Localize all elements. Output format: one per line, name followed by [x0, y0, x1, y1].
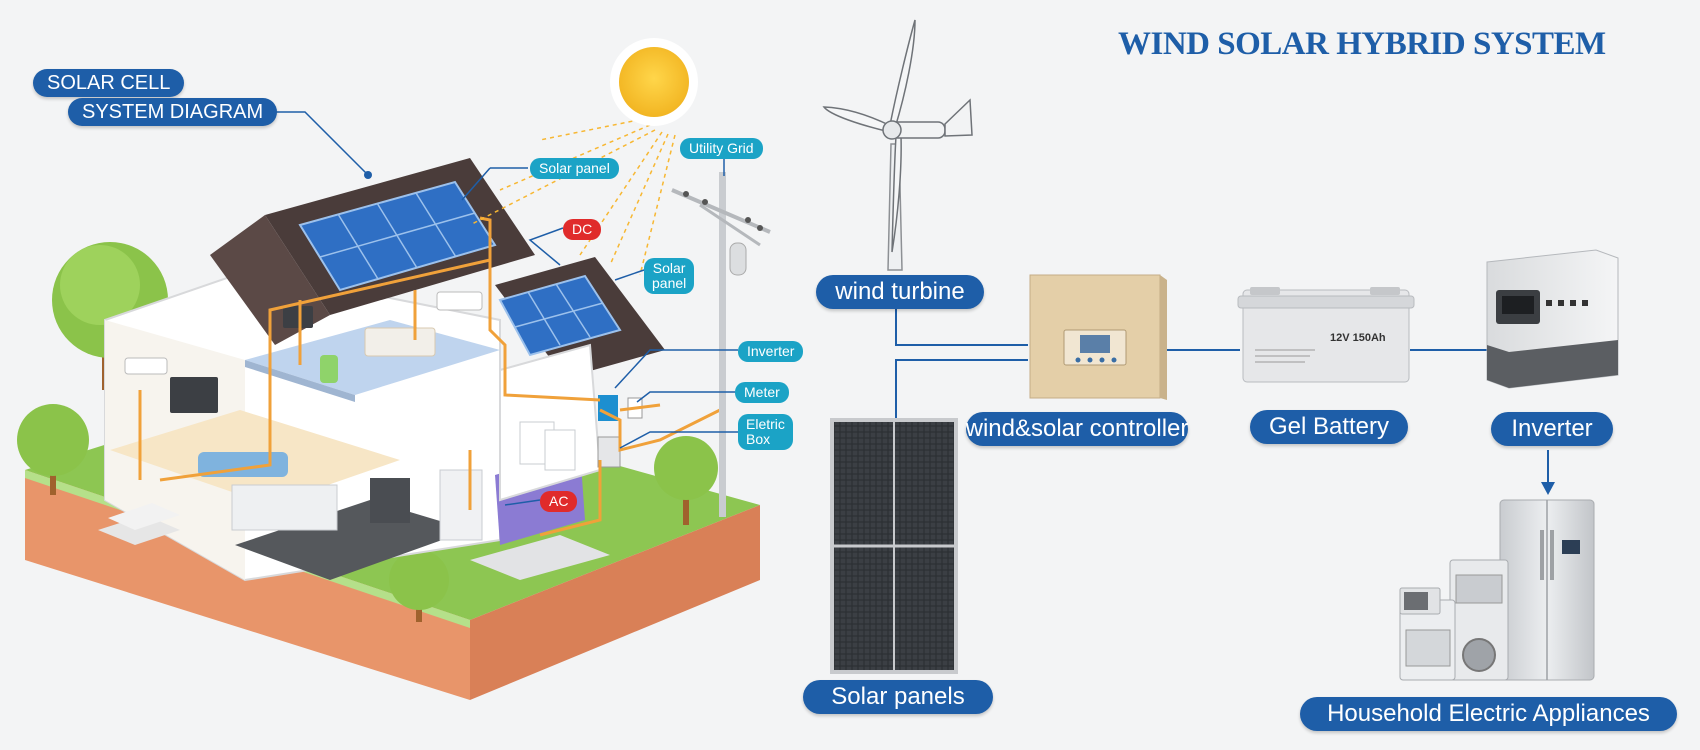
tree-right: [654, 436, 718, 525]
soil-side: [470, 505, 760, 700]
label-electric-box-line2: Box: [746, 431, 771, 447]
inverter-illustration: [1486, 249, 1619, 389]
system-wiring: [895, 305, 1487, 418]
label-solar-panels: Solar panels: [803, 680, 993, 714]
solar-panel-illustration: [830, 418, 958, 674]
label-inverter-component: Inverter: [1491, 412, 1613, 446]
tv: [170, 377, 218, 413]
label-gel-battery: Gel Battery: [1250, 410, 1408, 444]
label-solar-panel-lower-line1: Solar: [652, 260, 686, 276]
inverter-unit: [598, 395, 618, 421]
diagram-heading-line2: SYSTEM DIAGRAM: [68, 98, 278, 126]
label-utility-grid: Utility Grid: [680, 138, 763, 159]
label-household-appliances: Household Electric Appliances: [1300, 697, 1677, 731]
label-solar-panel-lower-line2: panel: [652, 275, 687, 291]
sun: [619, 47, 689, 117]
label-wind-turbine: wind turbine: [816, 275, 984, 309]
diagram-heading-line1: SOLAR CELL: [33, 69, 185, 97]
controller-illustration: [1029, 274, 1167, 400]
battery-illustration: 12V 150Ah: [1237, 287, 1415, 383]
battery-rating-text: 12V 150Ah: [1330, 332, 1386, 344]
page-title: WIND SOLAR HYBRID SYSTEM: [1118, 26, 1606, 62]
tree-bottom: [389, 550, 449, 622]
tree-front: [17, 404, 89, 495]
wind-turbine-illustration: [822, 19, 973, 271]
arrow-head: [1541, 482, 1555, 495]
electric-box-unit: [597, 436, 621, 468]
label-ac: AC: [540, 491, 578, 512]
label-inverter: Inverter: [738, 341, 804, 362]
label-controller: wind&solar controller: [966, 412, 1188, 446]
label-meter: Meter: [735, 382, 789, 403]
utility-pole: [671, 172, 771, 517]
house-illustration: [17, 38, 771, 700]
label-solar-panel-roof: Solar panel: [530, 158, 619, 179]
label-solar-panel-lower: Solar panel: [644, 258, 695, 294]
label-dc: DC: [563, 219, 602, 240]
label-electric-box-line1: Eletric: [746, 416, 785, 432]
appliances-illustration: [1399, 499, 1595, 681]
house-wiring: [138, 216, 721, 537]
label-electric-box: Eletric Box: [738, 414, 793, 450]
sun-rays: [469, 117, 676, 276]
